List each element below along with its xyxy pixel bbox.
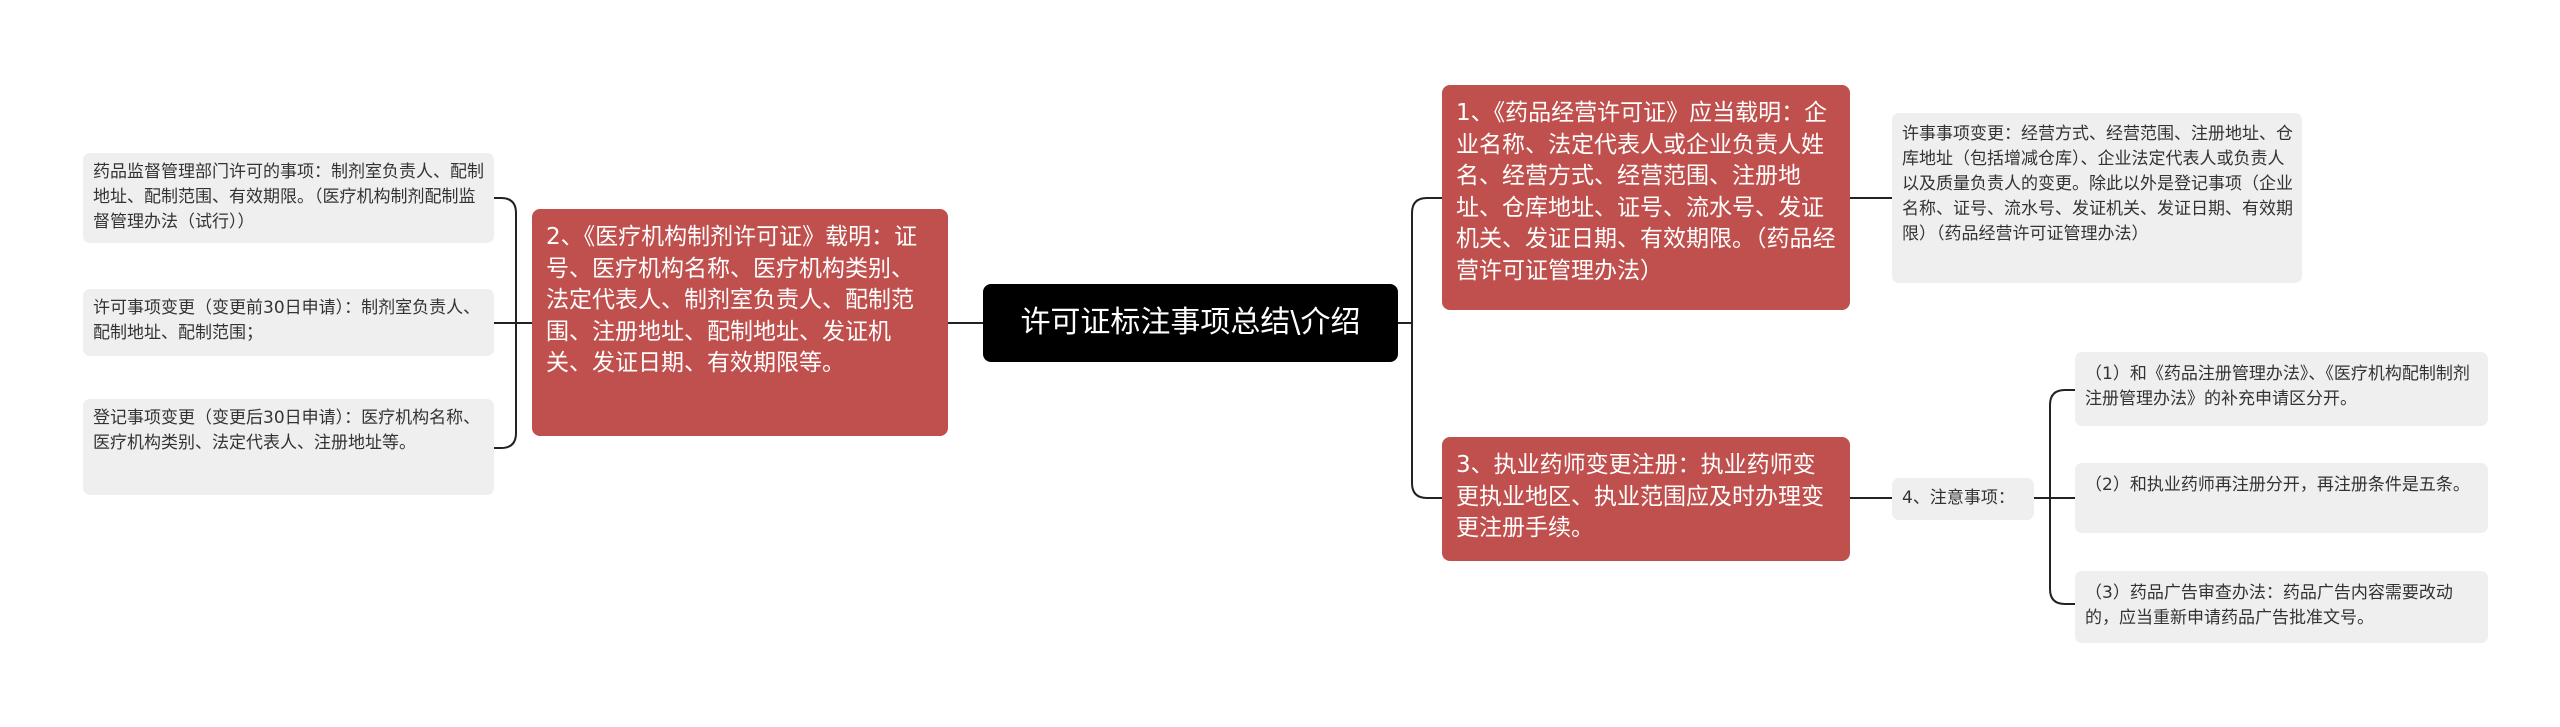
right-branch-3-leaf-3-label: （3）药品广告审查办法：药品广告内容需要改动的，应当重新申请药品广告批准文号。: [2085, 583, 2453, 628]
link-right-branch3: [1411, 323, 1442, 499]
link-right-branch1: [1411, 197, 1442, 323]
right-branch-3-leaf-3[interactable]: （3）药品广告审查办法：药品广告内容需要改动的，应当重新申请药品广告批准文号。: [2075, 571, 2488, 643]
right-branch-3-leaf-2[interactable]: （2）和执业药师再注册分开，再注册条件是五条。: [2075, 463, 2488, 533]
root-topic-label: 许可证标注事项总结\介绍: [1020, 305, 1361, 340]
left-leaf-3-label: 登记事项变更（变更后30日申请）：医疗机构名称、医疗机构类别、法定代表人、注册地…: [93, 408, 481, 453]
left-leaf-3[interactable]: 登记事项变更（变更后30日申请）：医疗机构名称、医疗机构类别、法定代表人、注册地…: [83, 399, 494, 495]
left-leaf-1[interactable]: 药品监督管理部门许可的事项：制剂室负责人、配制地址、配制范围、有效期限。（医疗机…: [83, 153, 494, 243]
left-leaf-2[interactable]: 许可事项变更（变更前30日申请）：制剂室负责人、配制地址、配制范围；: [83, 289, 494, 356]
root-topic[interactable]: 许可证标注事项总结\介绍: [983, 284, 1398, 362]
right-branch-3-mid-label: 4、注意事项：: [1902, 488, 2015, 508]
right-branch-1-leaf[interactable]: 许事事项变更：经营方式、经营范围、注册地址、仓库地址（包括增减仓库）、企业法定代…: [1892, 113, 2302, 283]
left-leaf-1-label: 药品监督管理部门许可的事项：制剂室负责人、配制地址、配制范围、有效期限。（医疗机…: [93, 162, 484, 232]
right-branch-1-topic[interactable]: 1、《药品经营许可证》应当载明：企业名称、法定代表人或企业负责人姓名、经营方式、…: [1442, 85, 1850, 310]
right-branch-3-topic[interactable]: 3、执业药师变更注册：执业药师变更执业地区、执业范围应及时办理变更注册手续。: [1442, 437, 1850, 561]
link-left-leaf3: [494, 323, 517, 449]
right-branch-1-label: 1、《药品经营许可证》应当载明：企业名称、法定代表人或企业负责人姓名、经营方式、…: [1456, 100, 1836, 284]
right-branch-3-label: 3、执业药师变更注册：执业药师变更执业地区、执业范围应及时办理变更注册手续。: [1456, 452, 1824, 541]
link-mid-leaf1: [2034, 389, 2075, 499]
left-branch-label: 2、《医疗机构制剂许可证》载明：证号、医疗机构名称、医疗机构类别、法定代表人、制…: [546, 224, 918, 376]
link-left-leaf1: [494, 197, 532, 324]
right-branch-3-leaf-1[interactable]: （1）和《药品注册管理办法》、《医疗机构配制制剂注册管理办法》的补充申请区分开。: [2075, 352, 2488, 426]
right-branch-1-leaf-label: 许事事项变更：经营方式、经营范围、注册地址、仓库地址（包括增减仓库）、企业法定代…: [1902, 124, 2293, 244]
left-branch-topic[interactable]: 2、《医疗机构制剂许可证》载明：证号、医疗机构名称、医疗机构类别、法定代表人、制…: [532, 209, 948, 436]
right-branch-3-mid[interactable]: 4、注意事项：: [1892, 478, 2034, 520]
link-mid-leaf3: [2049, 498, 2075, 605]
right-branch-3-leaf-2-label: （2）和执业药师再注册分开，再注册条件是五条。: [2085, 475, 2470, 495]
right-branch-3-leaf-1-label: （1）和《药品注册管理办法》、《医疗机构配制制剂注册管理办法》的补充申请区分开。: [2085, 364, 2470, 409]
left-leaf-2-label: 许可事项变更（变更前30日申请）：制剂室负责人、配制地址、配制范围；: [93, 298, 481, 343]
